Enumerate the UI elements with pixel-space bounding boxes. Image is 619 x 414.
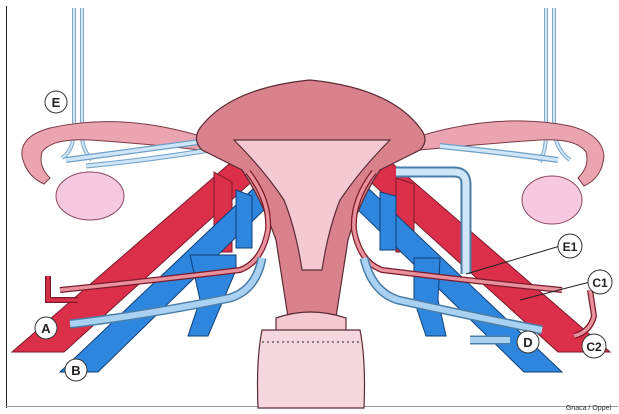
label-c2: C2 xyxy=(582,334,606,358)
label-a: A xyxy=(35,317,57,339)
label-e: E xyxy=(45,91,67,113)
label-b: B xyxy=(65,359,87,381)
right-ovary xyxy=(522,176,582,224)
image-credit: Gnaca / Oppel xyxy=(566,405,611,412)
label-c2-text: C2 xyxy=(586,340,602,354)
label-e1: E1 xyxy=(558,234,582,258)
label-d: D xyxy=(517,331,539,353)
label-c1-text: C1 xyxy=(592,276,608,290)
right-vein-branch xyxy=(380,192,396,250)
label-c1: C1 xyxy=(588,270,612,294)
label-e1-text: E1 xyxy=(563,240,578,254)
left-ovary xyxy=(56,172,124,220)
label-a-text: A xyxy=(41,321,51,336)
label-d-text: D xyxy=(523,335,532,350)
left-vein-branch xyxy=(236,190,252,248)
label-b-text: B xyxy=(71,363,80,378)
label-e-text: E xyxy=(52,95,61,110)
